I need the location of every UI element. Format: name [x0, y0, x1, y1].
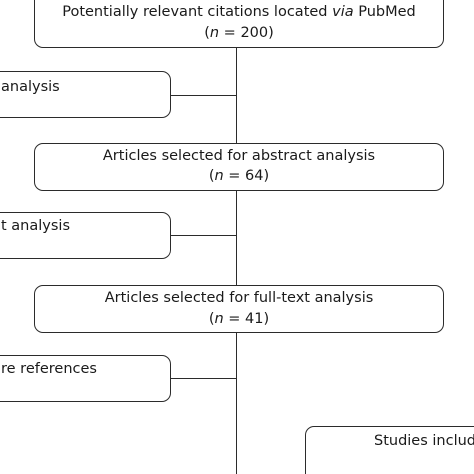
citations-via: via [332, 4, 354, 20]
connector-excl-3 [170, 378, 237, 380]
n-value: = 64) [223, 168, 270, 184]
box-citations-title: Potentially relevant citations located v… [35, 3, 443, 21]
paren: ( [204, 25, 210, 41]
citations-source: PubMed [353, 4, 416, 20]
fulltext-analysis-count: (n = 41) [35, 310, 443, 328]
box-citations-count: (n = 200) [35, 24, 443, 42]
connector-main-3 [236, 332, 238, 474]
paren: ( [208, 311, 215, 327]
n-value: = 41) [223, 311, 270, 327]
abstract-analysis-count: (n = 64) [35, 167, 443, 185]
excluded-1-text: analysis [1, 79, 60, 95]
box-abstract-analysis: Articles selected for abstract analysis … [34, 143, 444, 191]
studies-included-text: Studies include [374, 433, 474, 449]
connector-excl-2 [170, 235, 237, 237]
excluded-3-text: re references [1, 361, 97, 377]
box-excluded-3: re references [0, 355, 171, 402]
fulltext-analysis-title: Articles selected for full-text analysis [104, 290, 374, 306]
box-citations-located: Potentially relevant citations located v… [34, 0, 444, 48]
n-label: n [209, 25, 220, 41]
connector-main-2 [236, 190, 238, 286]
n-label: n [214, 311, 224, 327]
box-studies-included: Studies include [305, 426, 474, 474]
n-value: = 200) [219, 25, 274, 41]
abstract-analysis-title: Articles selected for abstract analysis [102, 148, 376, 164]
citations-text: Potentially relevant citations located [62, 4, 333, 20]
box-fulltext-analysis: Articles selected for full-text analysis… [34, 285, 444, 333]
paren: ( [208, 168, 215, 184]
box-excluded-1: analysis [0, 71, 171, 118]
n-label: n [214, 168, 224, 184]
box-excluded-2: t analysis [0, 212, 171, 259]
excluded-2-text: t analysis [1, 218, 71, 234]
connector-excl-1 [170, 95, 237, 97]
